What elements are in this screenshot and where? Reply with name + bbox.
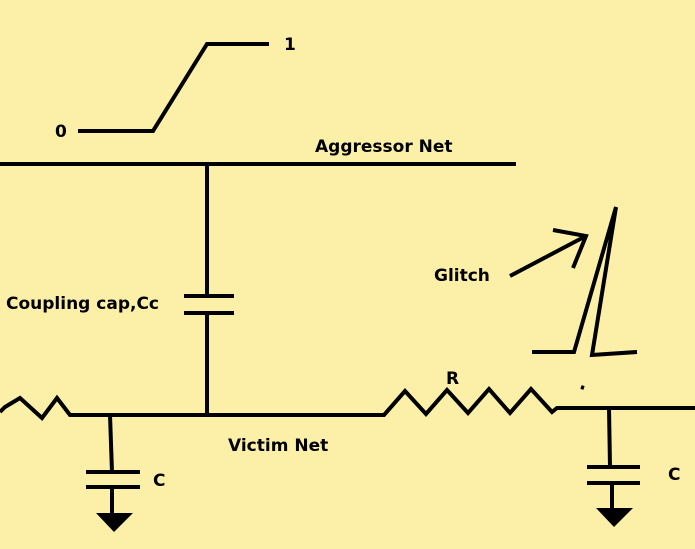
victim-net-label: Victim Net (228, 436, 328, 456)
aggressor-net: Aggressor Net (0, 137, 516, 166)
right-cap-label: C (668, 465, 680, 485)
ground-icon (96, 513, 133, 532)
aggressor-net-label: Aggressor Net (315, 137, 453, 157)
coupling-capacitor: Coupling cap,Cc (6, 164, 234, 415)
victim-net: Victim Net (0, 394, 357, 456)
pulse-low-label: 0 (55, 122, 67, 142)
ground-icon (596, 508, 633, 527)
right-capacitor: C (587, 407, 680, 527)
glitch-waveform: Glitch (434, 206, 638, 358)
coupling-cap-label: Coupling cap,Cc (6, 294, 159, 314)
resistor-label: R (446, 369, 459, 389)
left-capacitor: C (86, 414, 165, 532)
pulse-high-label: 1 (284, 35, 296, 55)
left-cap-label: C (153, 471, 165, 491)
glitch-label: Glitch (434, 266, 490, 286)
resistor: R (357, 369, 695, 418)
stray-mark (580, 385, 585, 390)
input-pulse-waveform: 1 0 (55, 35, 296, 142)
